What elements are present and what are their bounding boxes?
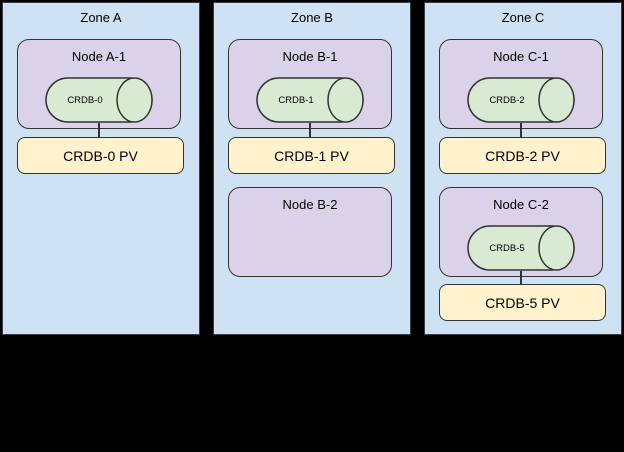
pv-connector-line [520,271,522,284]
database-cylinder-shape [45,77,153,123]
pv-connector-line [520,123,522,137]
node-b2: Node B-2 [228,187,392,277]
node-title: Node C-2 [493,197,549,212]
node-a1: Node A-1 CRDB-0 [17,39,181,129]
pv-connector-line [98,123,100,137]
zone-title: Zone C [501,10,545,25]
pv-box-crdb-2: CRDB-2 PV [439,137,606,174]
pv-label: CRDB-5 PV [485,294,560,311]
zone-a: Zone A Node A-1 CRDB-0 CRDB-0 PV [2,2,200,335]
node-title: Node C-1 [493,49,549,64]
database-cylinder-shape [467,77,575,123]
node-c2: Node C-2 CRDB-5 [439,187,603,277]
zone-b: Zone B Node B-1 CRDB-1 CRDB-1 PV Node B-… [213,2,411,335]
node-title: Node A-1 [71,49,127,64]
zone-c: Zone C Node C-1 CRDB-2 CRDB-2 PV Node C-… [424,2,622,335]
node-c1: Node C-1 CRDB-2 [439,39,603,129]
pv-box-crdb-0: CRDB-0 PV [17,137,184,174]
crdb-1-cylinder: CRDB-1 [256,77,364,123]
crdb-5-cylinder: CRDB-5 [467,225,575,271]
pv-label: CRDB-0 PV [63,147,138,164]
database-label: CRDB-0 [67,94,103,106]
zone-title: Zone A [80,10,122,25]
node-b1: Node B-1 CRDB-1 [228,39,392,129]
database-label: CRDB-1 [278,94,314,106]
database-cylinder-shape [256,77,364,123]
pv-box-crdb-5: CRDB-5 PV [439,284,606,321]
pv-label: CRDB-2 PV [485,147,560,164]
database-label: CRDB-5 [489,242,525,254]
zone-title: Zone B [291,10,333,25]
crdb-0-cylinder: CRDB-0 [45,77,153,123]
crdb-2-cylinder: CRDB-2 [467,77,575,123]
pv-connector-line [309,123,311,137]
node-title: Node B-2 [282,197,338,212]
database-label: CRDB-2 [489,94,525,106]
database-cylinder-shape [467,225,575,271]
pv-label: CRDB-1 PV [274,147,349,164]
node-title: Node B-1 [282,49,338,64]
pv-box-crdb-1: CRDB-1 PV [228,137,395,174]
